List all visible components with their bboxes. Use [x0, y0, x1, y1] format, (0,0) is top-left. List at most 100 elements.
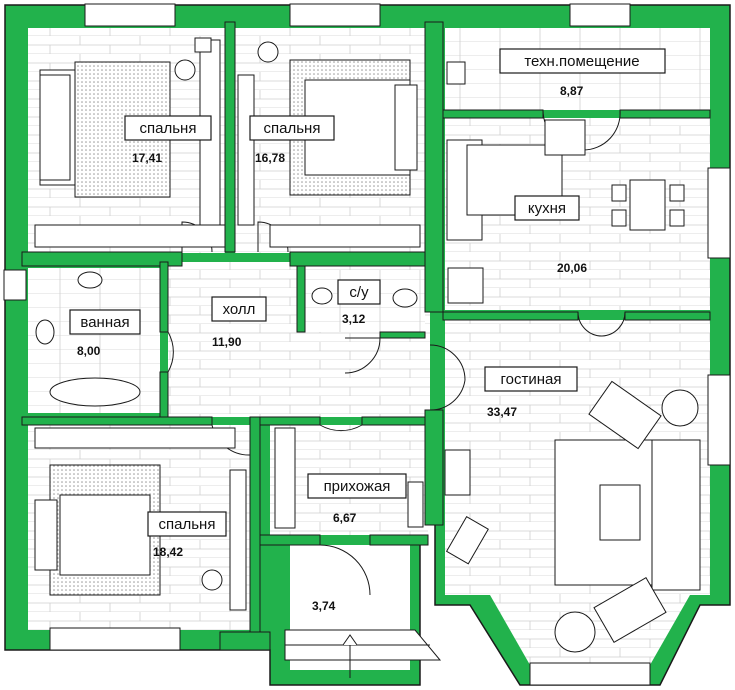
door	[344, 337, 381, 374]
wardrobe	[229, 469, 247, 611]
room-label-box	[211, 296, 267, 322]
wall-segment	[442, 311, 579, 321]
room-name: спальня	[159, 516, 216, 533]
room-bedroom-3: спальня 18,42	[147, 511, 227, 559]
room-area: 3,74	[312, 599, 336, 613]
room-entrance: прихожая 6,67	[307, 473, 407, 525]
armchair	[593, 576, 667, 644]
radiator	[34, 224, 226, 248]
wall-segment	[259, 534, 321, 546]
radiator	[269, 224, 421, 248]
wall-segment	[21, 416, 213, 426]
room-wc: с/у 3,12	[337, 279, 381, 326]
wardrobe	[274, 427, 296, 529]
sink	[77, 271, 103, 289]
wall-segment	[224, 21, 236, 253]
room-name: спальня	[264, 120, 321, 137]
fireplace	[444, 449, 471, 496]
dining-chair	[611, 184, 627, 202]
room-name: холл	[223, 301, 256, 318]
tv-stand	[445, 515, 489, 565]
room-label-box	[337, 279, 381, 305]
sink	[311, 287, 333, 305]
bed-frame	[39, 74, 71, 181]
window	[289, 3, 381, 27]
window	[707, 374, 731, 466]
window	[707, 167, 731, 259]
room-name: спальня	[140, 120, 197, 137]
toilet	[35, 319, 55, 345]
room-utility: техн.помещение 8,87	[499, 48, 666, 98]
wall-segment	[369, 534, 429, 546]
dining-table	[629, 179, 666, 231]
dining-chair	[669, 209, 685, 227]
entry-arrow-head	[342, 634, 358, 646]
room-label-box	[499, 48, 666, 74]
room-name: с/у	[349, 284, 369, 301]
wall-segment	[296, 265, 306, 333]
dining-chair	[669, 184, 685, 202]
room-label-box	[484, 366, 578, 392]
room-kitchen: кухня 20,06	[514, 195, 587, 275]
wall-segment	[289, 251, 426, 267]
room-area: 8,00	[77, 344, 101, 358]
room-area: 16,78	[255, 151, 285, 165]
room-name: гостиная	[501, 371, 562, 388]
washer	[446, 61, 466, 85]
wall-segment	[379, 331, 426, 339]
wardrobe	[237, 74, 255, 226]
toilet	[392, 288, 418, 308]
chair	[174, 59, 196, 81]
window	[529, 662, 651, 686]
room-labels: спальня 17,41 спальня 16,78 техн.помещен…	[69, 48, 666, 613]
room-living: гостиная 33,47	[484, 366, 578, 419]
room-area: 18,42	[153, 545, 183, 559]
plant	[554, 611, 596, 653]
room-label-box	[514, 195, 580, 221]
nightstand	[194, 37, 212, 53]
room-label-box	[307, 473, 407, 499]
door	[429, 344, 466, 411]
door	[319, 424, 363, 432]
wall-segment	[424, 409, 444, 526]
room-area: 17,41	[132, 151, 162, 165]
wall-segment	[249, 416, 261, 633]
room-name: прихожая	[324, 478, 391, 495]
bed-frame	[394, 84, 418, 171]
fridge	[544, 119, 586, 156]
room-bedroom-1: спальня 17,41	[124, 115, 212, 165]
room-label-box	[147, 511, 227, 537]
room-label-box	[249, 115, 335, 141]
bed-frame	[34, 499, 58, 571]
window	[49, 627, 181, 651]
bed	[59, 494, 151, 576]
windows	[3, 3, 731, 686]
wall-segment	[159, 261, 169, 333]
bathtub	[49, 377, 141, 407]
wall-segment	[361, 416, 433, 426]
room-bedroom-2: спальня 16,78	[249, 115, 335, 165]
chair	[257, 41, 279, 63]
wall-segment	[159, 371, 169, 423]
room-area: 6,67	[333, 511, 357, 525]
wall-segment	[424, 21, 444, 313]
dining-chair	[611, 209, 627, 227]
room-area: 11,90	[212, 335, 242, 349]
room-area: 20,06	[557, 261, 587, 275]
plant	[661, 389, 699, 427]
coffee-table	[599, 484, 641, 541]
room-porch: 3,74	[312, 599, 336, 613]
wall-segment	[259, 416, 321, 426]
furniture	[34, 37, 701, 678]
room-area: 3,12	[342, 312, 366, 326]
shelf	[407, 481, 424, 528]
window	[3, 269, 27, 301]
chair	[201, 569, 223, 591]
window	[569, 3, 631, 27]
interior-walls	[21, 21, 711, 651]
room-label-box	[69, 309, 141, 335]
door	[577, 311, 626, 337]
wall-segment	[21, 251, 183, 267]
room-name: ванная	[80, 314, 129, 331]
